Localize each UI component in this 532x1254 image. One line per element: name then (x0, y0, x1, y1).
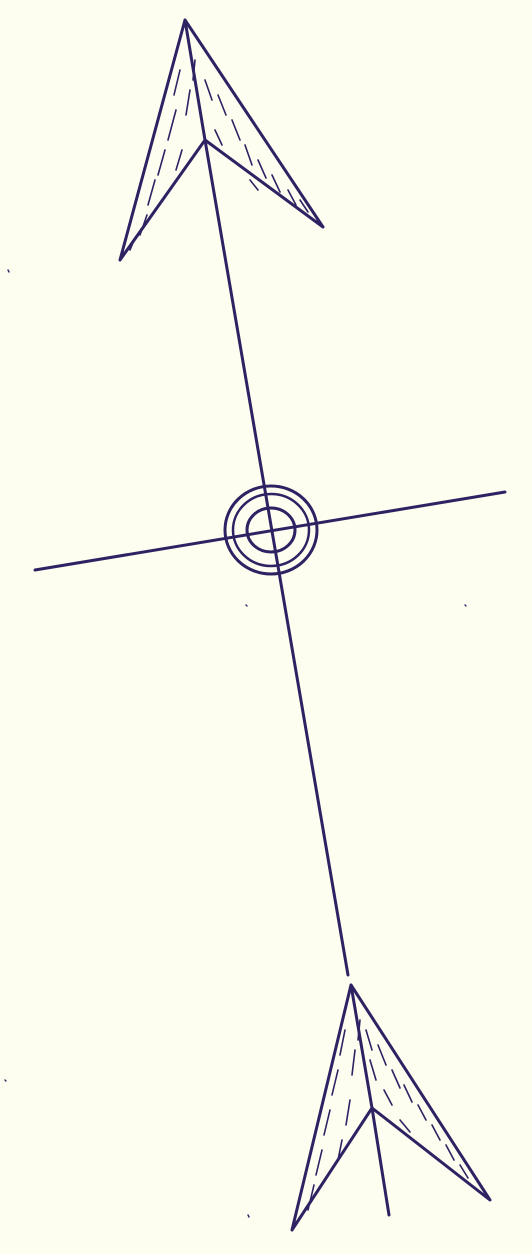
upper-arrowhead-outline (120, 20, 323, 260)
shaft-line (205, 140, 348, 975)
upper-arrowhead (120, 20, 323, 260)
cross-line (35, 492, 505, 570)
lower-arrowhead (292, 985, 490, 1230)
lower-arrowhead-outline (292, 985, 490, 1230)
lower-shaft-tail (372, 1108, 389, 1215)
